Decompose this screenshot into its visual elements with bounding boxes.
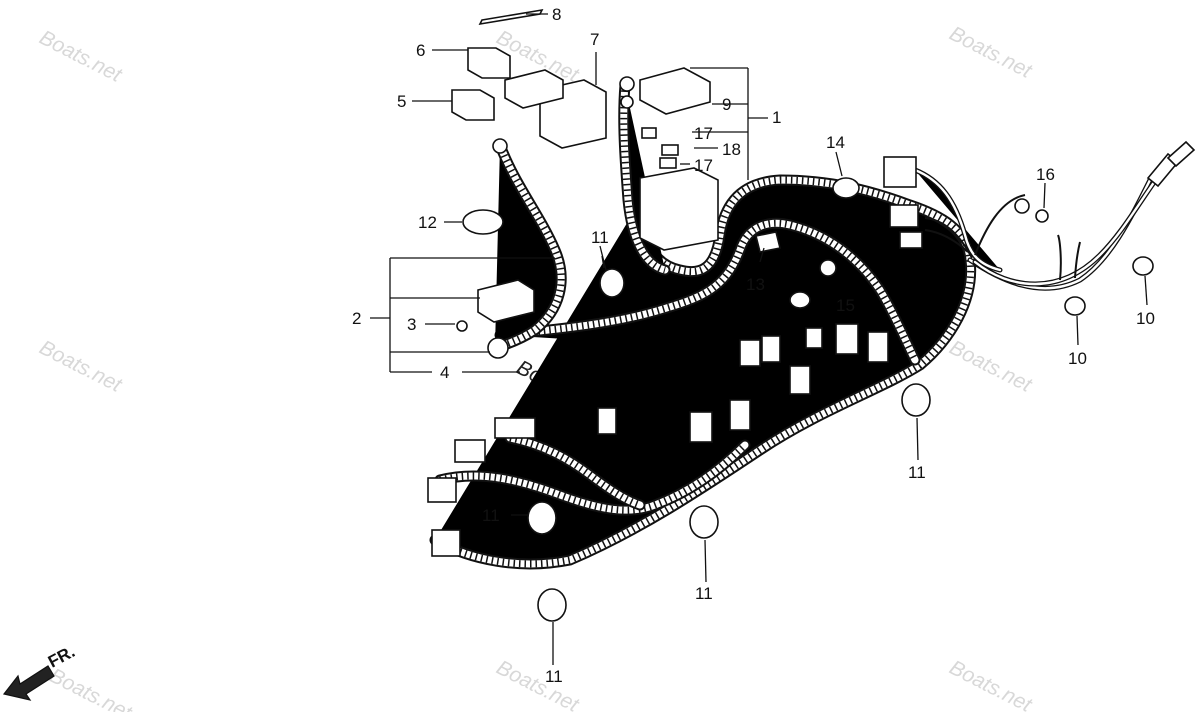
callout-11: 11 — [482, 506, 500, 525]
watermark: Boats.net — [946, 22, 1037, 83]
callout-7: 7 — [590, 30, 599, 49]
callout-3: 3 — [407, 315, 416, 334]
callout-11: 11 — [908, 463, 926, 482]
callout-15: 15 — [836, 296, 855, 315]
watermark: Boats.net — [493, 656, 584, 712]
callout-11: 11 — [695, 584, 713, 603]
connectors — [427, 156, 923, 557]
callout-11: 11 — [545, 667, 563, 686]
callout-1: 1 — [772, 108, 781, 127]
callout-2: 2 — [352, 309, 361, 328]
watermark: Boats.net — [36, 336, 127, 397]
callout-14: 14 — [826, 133, 845, 152]
front-arrow-icon — [2, 665, 55, 701]
callout-4: 4 — [440, 363, 449, 382]
callout-11: 11 — [591, 228, 609, 247]
callout-17: 17 — [694, 124, 713, 143]
components — [451, 8, 1154, 359]
callout-16: 16 — [1036, 165, 1055, 184]
callout-12: 12 — [418, 213, 437, 232]
callout-9: 9 — [722, 95, 731, 114]
front-label: FR. — [45, 642, 78, 672]
callout-6: 6 — [416, 41, 425, 60]
callout-18: 18 — [722, 140, 741, 159]
callout-10: 10 — [1068, 349, 1087, 368]
callout-17: 17 — [694, 156, 713, 175]
callout-13: 13 — [746, 275, 765, 294]
callout-labels: 1 2 3 4 5 6 7 8 9 10 10 11 11 11 11 11 1… — [352, 5, 1155, 686]
watermark: Boats.net — [946, 336, 1037, 397]
watermark: Boats.net — [946, 656, 1037, 712]
watermark: Boats.net — [36, 26, 127, 87]
right-wires — [924, 140, 1196, 291]
callout-10: 10 — [1136, 309, 1155, 328]
clamps — [527, 268, 931, 622]
leader-lines — [370, 13, 1148, 665]
callout-5: 5 — [397, 92, 406, 111]
callout-8: 8 — [552, 5, 561, 24]
watermark: Boats.net — [46, 664, 137, 712]
